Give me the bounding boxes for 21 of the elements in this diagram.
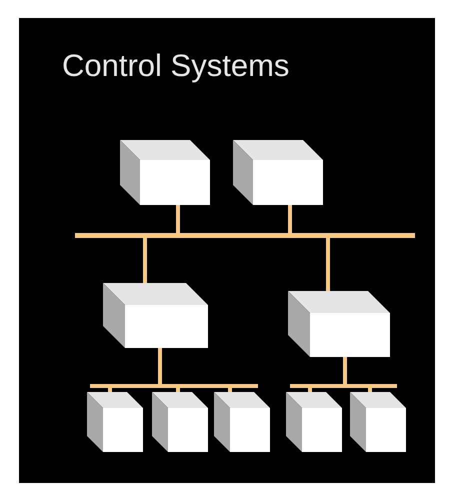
device-block xyxy=(152,392,208,452)
connector-line xyxy=(368,388,372,392)
device-block xyxy=(286,392,342,452)
connector-line xyxy=(326,238,330,291)
connector-line xyxy=(176,205,180,233)
title: Control Systems xyxy=(62,48,290,84)
connector-line xyxy=(143,238,147,283)
connector-line xyxy=(288,205,292,233)
connector-line xyxy=(176,388,180,392)
device-block xyxy=(350,392,406,452)
device-block xyxy=(288,291,390,357)
connector-line xyxy=(308,388,312,392)
device-block xyxy=(120,140,210,205)
device-block xyxy=(87,392,143,452)
connector-line xyxy=(108,388,112,392)
device-block xyxy=(214,392,270,452)
device-block xyxy=(103,283,208,348)
connector-line xyxy=(228,388,232,392)
device-block xyxy=(233,140,323,205)
connector-line xyxy=(343,357,347,384)
connector-line xyxy=(158,348,162,384)
